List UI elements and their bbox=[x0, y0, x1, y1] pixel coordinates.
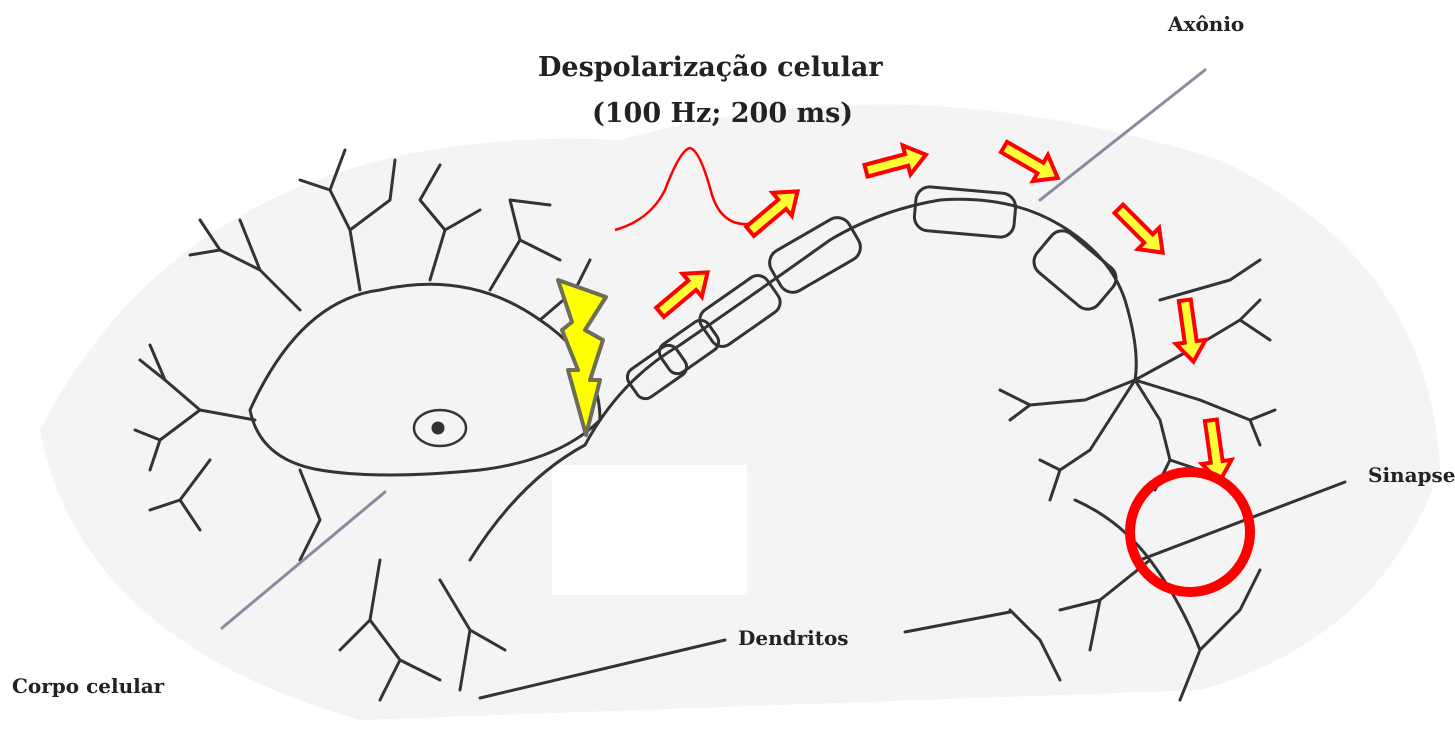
title-line-1: Despolarização celular bbox=[538, 52, 883, 83]
cell-body-label: Corpo celular bbox=[12, 674, 164, 698]
dendrites-label: Dendritos bbox=[738, 626, 849, 650]
axon-label: Axônio bbox=[1168, 12, 1244, 36]
title-line-2: (100 Hz; 200 ms) bbox=[592, 98, 853, 129]
synapse-label: Sinapse bbox=[1368, 463, 1455, 487]
